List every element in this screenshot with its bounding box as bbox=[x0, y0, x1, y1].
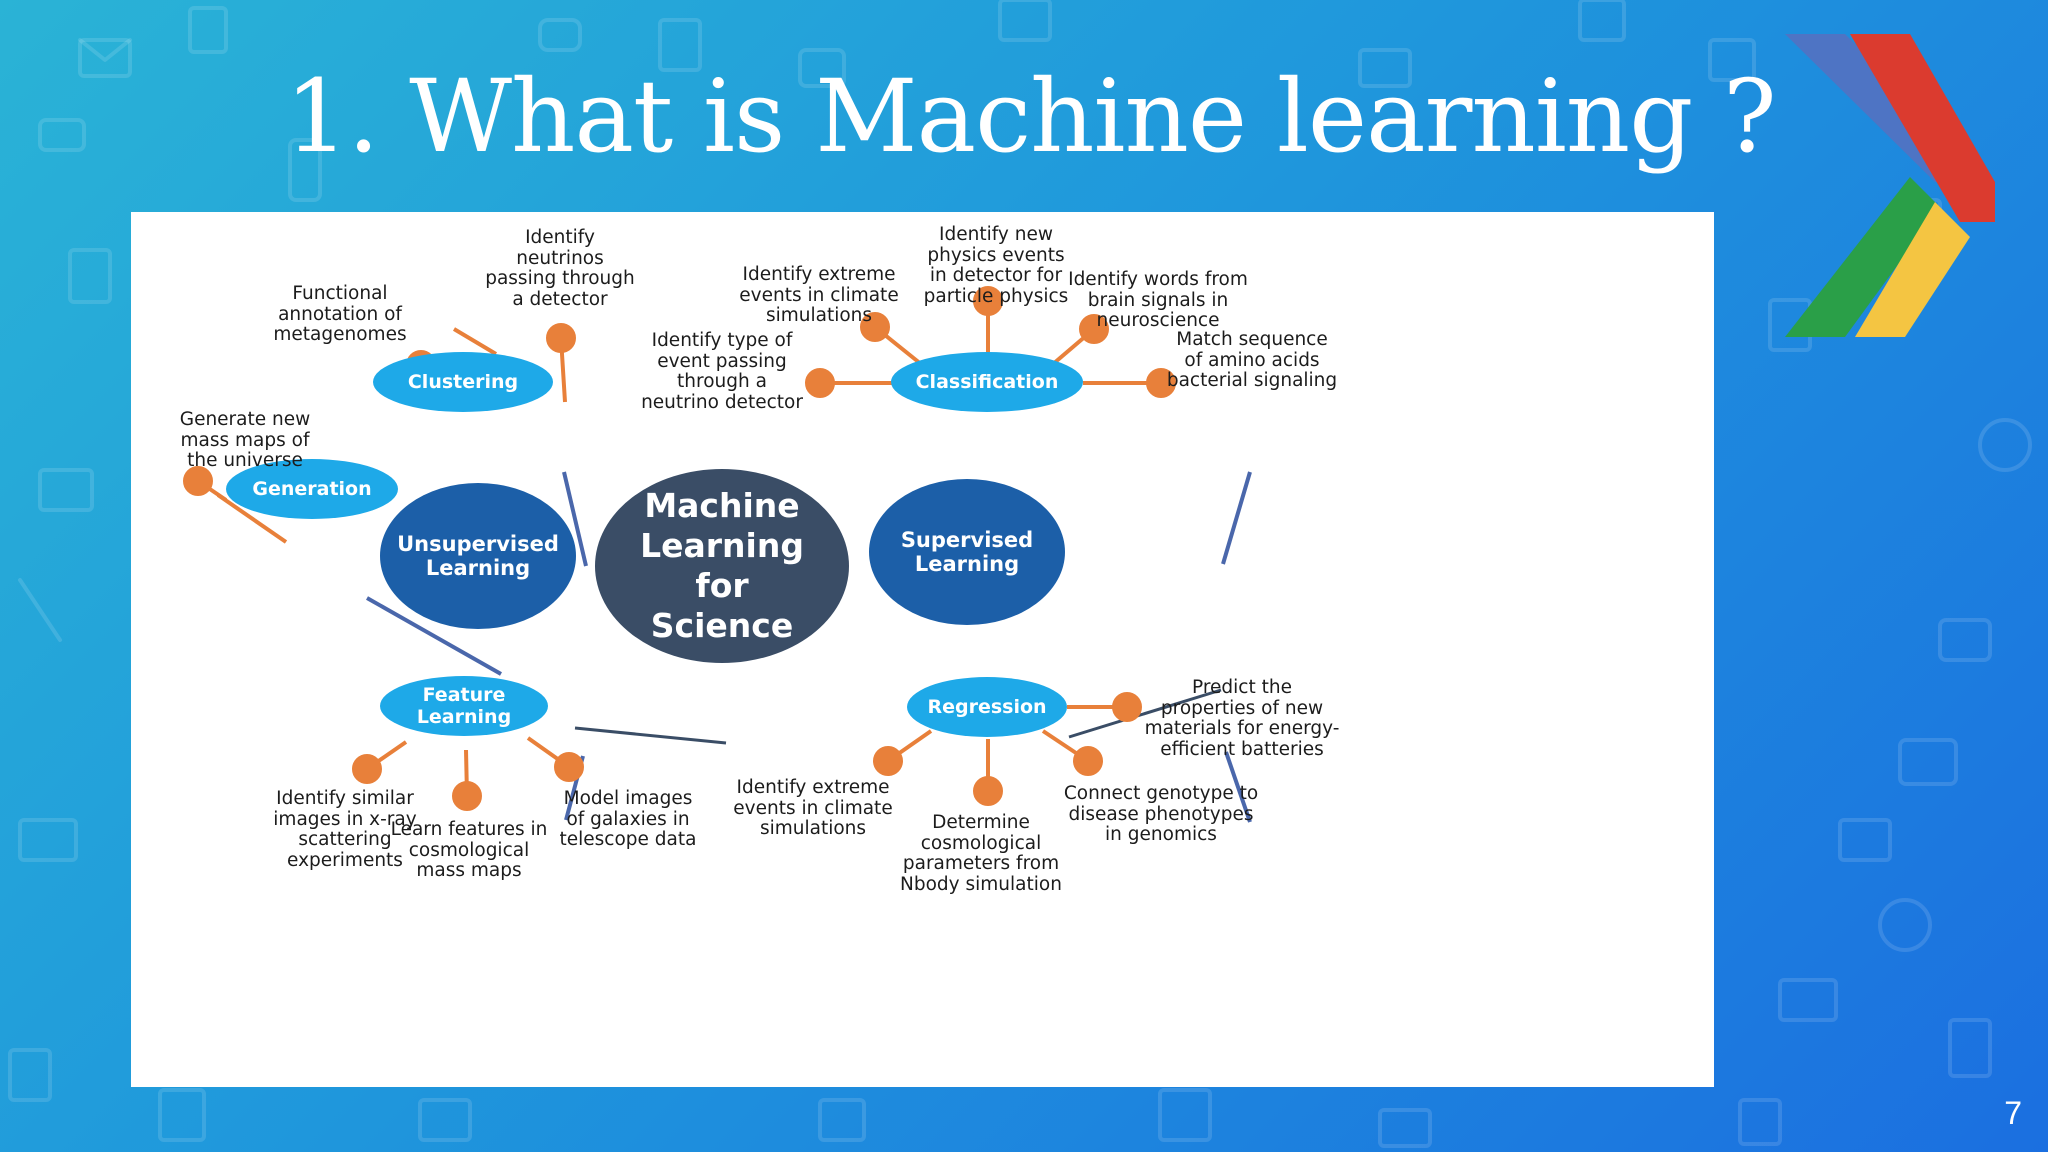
unsupervised-learning-label: Unsupervised Learning bbox=[397, 532, 559, 580]
leaf-label-batteries: Predict the properties of new materials … bbox=[1144, 677, 1340, 760]
leaf-dot bbox=[973, 286, 1003, 316]
notebook-icon bbox=[158, 1088, 206, 1142]
center-node bbox=[595, 469, 849, 663]
feature-learning-label: Feature Learning bbox=[416, 684, 512, 728]
leaf-dot bbox=[546, 323, 576, 353]
leaf-label-amino-acids: Match sequence of amino acids bacterial … bbox=[1166, 329, 1338, 391]
card-icon bbox=[1358, 48, 1412, 88]
slide-title: 1. What is Machine learning ? bbox=[285, 58, 1777, 175]
document-icon bbox=[658, 18, 702, 72]
envelope-icon bbox=[998, 0, 1052, 42]
leaf-line bbox=[452, 327, 498, 356]
feature-learning-node bbox=[380, 676, 548, 736]
leaf-dot bbox=[860, 312, 890, 342]
card-icon bbox=[1778, 978, 1838, 1022]
classification-label: Classification bbox=[915, 371, 1059, 393]
supervised-node bbox=[869, 479, 1065, 625]
phone-icon bbox=[1938, 618, 1992, 662]
picture-icon bbox=[1578, 0, 1626, 42]
connector-unsupervised-clustering bbox=[562, 471, 588, 567]
card-icon bbox=[18, 818, 78, 862]
leaf-line bbox=[216, 493, 288, 544]
generation-node bbox=[226, 459, 398, 519]
leaf-label-nbody: Determine cosmological parameters from N… bbox=[900, 812, 1062, 895]
envelope-icon bbox=[78, 38, 132, 78]
leaf-dot bbox=[873, 746, 903, 776]
phone-icon bbox=[288, 138, 322, 202]
diagram-canvas bbox=[183, 286, 1252, 823]
leaf-dot bbox=[973, 776, 1003, 806]
notebook-icon bbox=[68, 248, 112, 304]
document-icon bbox=[38, 468, 94, 512]
leaf-dot bbox=[1073, 746, 1103, 776]
leaf-dot bbox=[554, 752, 584, 782]
document-icon bbox=[8, 1048, 52, 1102]
leaf-label-climate-classification: Identify extreme events in climate simul… bbox=[739, 264, 899, 326]
leaf-line bbox=[196, 479, 228, 502]
ml-for-science-diagram: Machine Learning for Science Unsupervise… bbox=[131, 212, 1714, 1087]
leaf-label-cosmological-features: Learn features in cosmological mass maps bbox=[390, 819, 548, 881]
leaf-label-event-type: Identify type of event passing through a… bbox=[641, 330, 803, 413]
connector-supervised-classification bbox=[1221, 471, 1252, 565]
camera-icon bbox=[1898, 738, 1958, 786]
connector-unsupervised-generation bbox=[366, 596, 502, 676]
logo-green-stripe bbox=[1785, 177, 1940, 337]
supervised-learning-label: Supervised Learning bbox=[900, 528, 1034, 576]
document-icon bbox=[1158, 1088, 1212, 1142]
generation-label: Generation bbox=[252, 478, 372, 500]
leaf-dot bbox=[1112, 692, 1142, 722]
phone-icon bbox=[798, 48, 846, 88]
leaf-dot bbox=[1079, 314, 1109, 344]
cookie-icon bbox=[1978, 418, 2032, 472]
clustering-label: Clustering bbox=[407, 371, 519, 393]
leaf-label-physics-events: Identify new physics events in detector … bbox=[923, 224, 1069, 307]
logo-red-stripe bbox=[1850, 34, 1995, 222]
connector-supervised-regression bbox=[1224, 751, 1252, 823]
document-icon bbox=[188, 6, 228, 54]
connector-center-unsupervised bbox=[574, 726, 727, 745]
envelope-icon bbox=[1838, 818, 1892, 862]
document-icon bbox=[818, 1098, 866, 1142]
logo-yellow-stripe bbox=[1855, 202, 1970, 337]
leaf-label-galaxies: Model images of galaxies in telescope da… bbox=[559, 788, 697, 850]
leaf-label-neutrinos: Identify neutrinos passing through a det… bbox=[485, 227, 635, 310]
leaf-label-metagenomes: Functional annotation of metagenomes bbox=[273, 283, 407, 345]
leaf-label-xray: Identify similar images in x-ray scatter… bbox=[273, 788, 417, 871]
center-node-label: Machine Learning for Science bbox=[640, 486, 804, 645]
unsupervised-node bbox=[380, 483, 576, 629]
pencil-icon bbox=[18, 578, 62, 642]
cookie-icon bbox=[1878, 898, 1932, 952]
clustering-node bbox=[373, 352, 553, 412]
envelope-icon bbox=[1708, 38, 1756, 82]
leaf-label-climate-regression: Identify extreme events in climate simul… bbox=[733, 777, 893, 839]
leaf-dot bbox=[452, 781, 482, 811]
page-number: 7 bbox=[2004, 1095, 2022, 1131]
connector-center-supervised bbox=[1068, 688, 1222, 739]
leaf-dot bbox=[352, 754, 382, 784]
card-icon bbox=[1378, 1108, 1432, 1148]
camera-icon bbox=[538, 18, 582, 52]
usb-icon bbox=[1948, 1018, 1992, 1078]
leaf-label-mass-maps: Generate new mass maps of the universe bbox=[179, 409, 311, 471]
phone-icon bbox=[1738, 1098, 1782, 1146]
classification-node bbox=[891, 352, 1083, 412]
node-shapes bbox=[226, 352, 1083, 737]
leaf-label-genotype: Connect genotype to disease phenotypes i… bbox=[1063, 783, 1259, 845]
leaf-dot bbox=[805, 368, 835, 398]
leaf-label-brain-signals: Identify words from brain signals in neu… bbox=[1068, 269, 1248, 331]
phone-icon bbox=[38, 118, 86, 152]
leaf-dot bbox=[1146, 368, 1176, 398]
chevron-logo-icon bbox=[1785, 34, 1995, 337]
envelope-icon bbox=[78, 38, 132, 62]
regression-label: Regression bbox=[927, 696, 1047, 718]
card-icon bbox=[418, 1098, 472, 1142]
regression-node bbox=[907, 677, 1067, 737]
leaf-connectors bbox=[183, 286, 1176, 811]
